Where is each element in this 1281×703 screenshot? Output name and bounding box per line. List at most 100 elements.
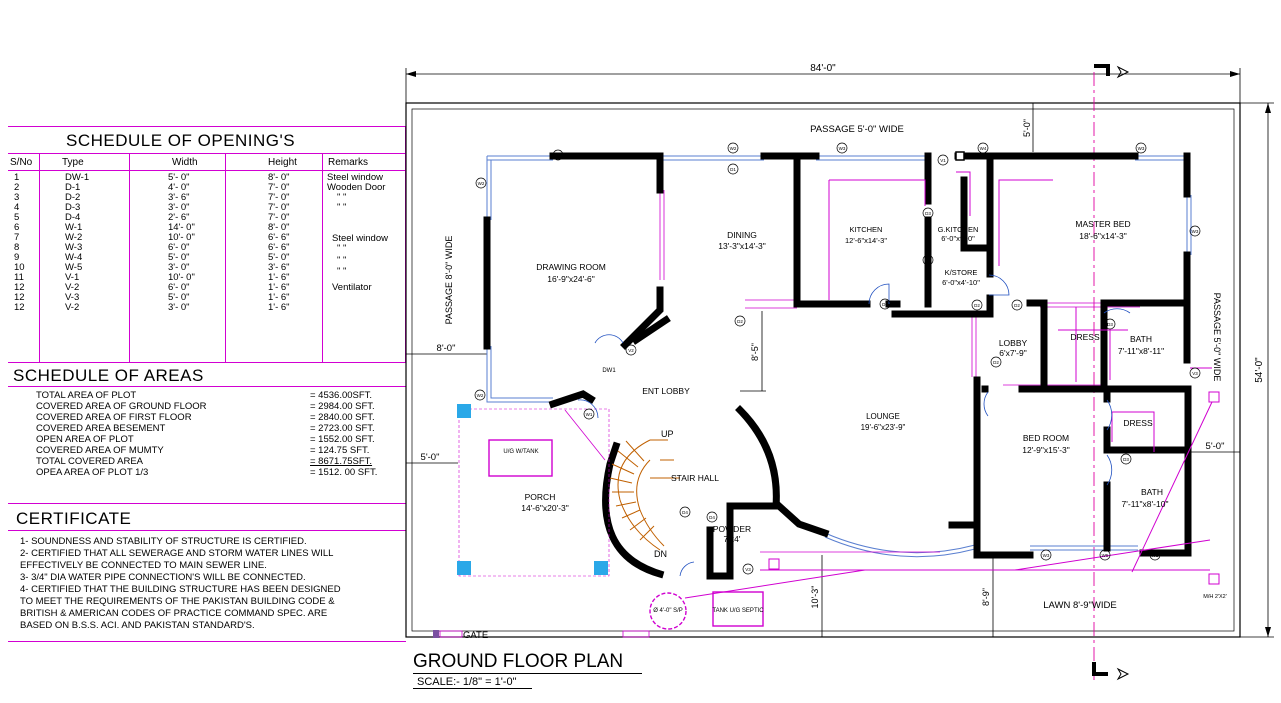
opening-cell: 5'- 0" bbox=[168, 172, 190, 183]
opening-cell: 6'- 0" bbox=[168, 242, 190, 253]
opening-cell: 14'- 0" bbox=[168, 222, 195, 233]
opening-cell: 10'- 0" bbox=[168, 272, 195, 283]
opening-cell: 12 bbox=[14, 292, 25, 303]
opening-cell: V-3 bbox=[65, 292, 80, 303]
room-size: 19'-6"x23'-9" bbox=[861, 423, 906, 432]
room-size: 6'-0"x9'-0" bbox=[941, 234, 975, 243]
svg-text:D1: D1 bbox=[730, 167, 736, 172]
opening-cell: 9 bbox=[14, 252, 20, 263]
room-name: LOUNGE bbox=[866, 412, 900, 421]
manhole-label: M/H 2'X2' bbox=[1203, 594, 1227, 600]
room-name: KITCHEN bbox=[850, 225, 883, 234]
opening-schedule-title: SCHEDULE OF OPENING'S bbox=[66, 131, 296, 150]
tank-label: U/G W/TANK bbox=[503, 449, 538, 455]
svg-text:V1: V1 bbox=[940, 158, 946, 163]
opening-cell: 7'- 0" bbox=[268, 202, 290, 213]
certificate-line: BRITISH & AMERICAN CODES OF PRACTICE COM… bbox=[20, 608, 328, 619]
room-size: 7'-11"x8'-11" bbox=[1118, 346, 1164, 356]
opening-cell: D-2 bbox=[65, 192, 81, 203]
svg-text:W3: W3 bbox=[1138, 146, 1145, 151]
porch-column bbox=[457, 561, 471, 575]
remark-cell: Ventilator bbox=[332, 282, 372, 293]
lawn-dim-a: 10'-3" bbox=[810, 586, 820, 609]
svg-text:D3: D3 bbox=[1123, 457, 1129, 462]
opening-cell: 3'- 0" bbox=[168, 202, 190, 213]
opening-cell: 5'- 0" bbox=[268, 252, 290, 263]
area-row: OPEN AREA OF PLOT= 1552.00 SFT. bbox=[36, 434, 396, 445]
porch-column bbox=[457, 404, 471, 418]
area-value: = 1512. 00 SFT. bbox=[310, 467, 378, 478]
gate bbox=[622, 630, 650, 638]
room-size: 7'-11"x8'-10" bbox=[1122, 499, 1169, 509]
opening-cell: 1'- 6" bbox=[268, 292, 290, 303]
plan-title: GROUND FLOOR PLAN bbox=[413, 651, 624, 672]
area-row: COVERED AREA OF MUMTY= 124.75 SFT. bbox=[36, 445, 396, 456]
opening-cell: 6'- 6" bbox=[268, 242, 290, 253]
soakage-pit bbox=[649, 592, 687, 630]
overall-depth-dimension bbox=[1240, 102, 1274, 638]
svg-text:V3: V3 bbox=[1192, 371, 1198, 376]
area-row: TOTAL COVERED AREA= 8671.75SFT. bbox=[36, 456, 396, 467]
windows bbox=[486, 155, 1192, 558]
room-labels: DRAWING ROOM 16'-9"x24'-6" DINING 13'-3"… bbox=[521, 219, 1168, 544]
opening-cell: 1'- 6" bbox=[268, 272, 290, 283]
stair bbox=[609, 439, 680, 551]
left-passage-dim: 8'-0" bbox=[437, 343, 456, 354]
passage-top-label: PASSAGE 5'-0" WIDE bbox=[810, 124, 904, 135]
area-label: TOTAL AREA OF PLOT bbox=[36, 390, 137, 401]
gate-label: GATE bbox=[463, 630, 488, 641]
title-underline bbox=[413, 673, 642, 674]
remark-cell: " " bbox=[337, 255, 347, 266]
col-header-width: Width bbox=[172, 157, 198, 168]
divider bbox=[8, 153, 406, 154]
area-value: = 2984.00 SFT. bbox=[310, 401, 375, 412]
opening-cell: 3 bbox=[14, 192, 20, 203]
svg-text:W4: W4 bbox=[980, 146, 987, 151]
septic-tank bbox=[712, 591, 764, 627]
opening-cell: 4 bbox=[14, 202, 20, 213]
room-name: DRESS bbox=[1123, 418, 1153, 428]
underground-tank bbox=[488, 439, 553, 477]
svg-text:D4: D4 bbox=[709, 515, 715, 520]
walls bbox=[483, 152, 1192, 580]
opening-cell: W-2 bbox=[65, 232, 83, 243]
room-name: ENT LOBBY bbox=[642, 386, 690, 396]
opening-tag-labels: W2 W2 W2 W2 D1 W3 V1 W4 W3 W3 V3 D3 D4 D… bbox=[477, 146, 1199, 572]
area-label: COVERED AREA OF GROUND FLOOR bbox=[36, 401, 207, 412]
divider bbox=[8, 362, 406, 363]
overall-width-dimension bbox=[405, 68, 1241, 103]
opening-cell: 6'- 6" bbox=[268, 232, 290, 243]
soakage-label: Ø 4'-0" S/P bbox=[653, 608, 683, 614]
room-name: BATH bbox=[1130, 334, 1152, 344]
opening-cell: 10'- 0" bbox=[168, 232, 195, 243]
opening-cell: 5'- 0" bbox=[168, 252, 190, 263]
svg-text:W2: W2 bbox=[730, 146, 737, 151]
column-line bbox=[129, 153, 130, 362]
opening-cell: 6 bbox=[14, 222, 20, 233]
opening-tags bbox=[474, 142, 1201, 575]
gate-post bbox=[433, 630, 439, 638]
column-line bbox=[225, 153, 226, 362]
col-header-type: Type bbox=[62, 157, 84, 168]
room-size: 18'-6"x14'-3" bbox=[1079, 231, 1127, 241]
remark-cell: " " bbox=[337, 192, 347, 203]
svg-text:D2: D2 bbox=[974, 303, 980, 308]
area-label: OPEA AREA OF PLOT 1/3 bbox=[36, 467, 149, 478]
passage-left-label: PASSAGE 8'-0" WIDE bbox=[444, 236, 454, 325]
manhole bbox=[768, 558, 780, 570]
divider bbox=[8, 170, 406, 171]
area-row: COVERED AREA BESEMENT= 2723.00 SFT. bbox=[36, 423, 396, 434]
manhole bbox=[1208, 573, 1220, 585]
lawn-label: LAWN 8'-9"WIDE bbox=[1043, 600, 1116, 611]
services bbox=[684, 171, 1213, 599]
opening-cell: 8 bbox=[14, 242, 20, 253]
svg-text:D4: D4 bbox=[925, 258, 931, 263]
area-row: COVERED AREA OF GROUND FLOOR = 2984.00 SF… bbox=[36, 401, 396, 412]
area-value: = 4536.00SFT. bbox=[310, 390, 373, 401]
area-label: COVERED AREA BESEMENT bbox=[36, 423, 166, 434]
room-name: BATH bbox=[1141, 487, 1163, 497]
opening-cell: 3'- 6" bbox=[168, 192, 190, 203]
remark-cell: Steel window bbox=[332, 233, 388, 244]
area-schedule-title: SCHEDULE OF AREAS bbox=[13, 366, 204, 385]
opening-cell: D-4 bbox=[65, 212, 81, 223]
